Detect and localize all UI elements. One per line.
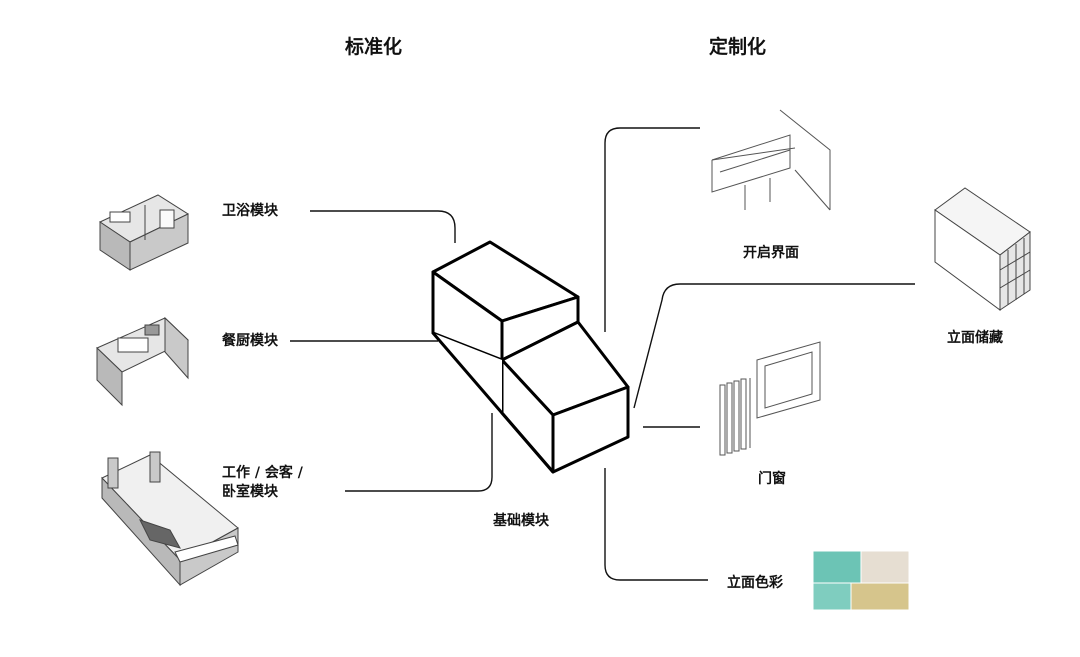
base-module-label: 基础模块 bbox=[493, 513, 549, 529]
facade-color-swatches bbox=[812, 550, 910, 611]
opening-interface-illustration bbox=[711, 109, 831, 211]
connector-work bbox=[345, 413, 493, 492]
swatch-teal-bottom bbox=[812, 582, 852, 611]
facade-color-label: 立面色彩 bbox=[727, 575, 783, 591]
bathroom-module-label: 卫浴模块 bbox=[222, 203, 278, 219]
swatch-ochre bbox=[850, 582, 910, 611]
swatch-teal-top bbox=[812, 550, 862, 584]
door-window-label: 门窗 bbox=[758, 471, 786, 487]
connector-storage bbox=[633, 283, 915, 409]
work-module-label-line1: 工作 / 会客 / bbox=[222, 465, 303, 481]
customized-header: 定制化 bbox=[709, 36, 767, 58]
kitchen-module-illustration bbox=[96, 316, 189, 407]
door-window-illustration bbox=[719, 341, 821, 456]
connector-lines bbox=[290, 127, 915, 581]
work-module-illustration bbox=[101, 451, 239, 587]
bathroom-module-illustration bbox=[98, 194, 190, 271]
facade-storage-illustration bbox=[934, 187, 1031, 311]
connector-bathroom bbox=[310, 210, 456, 243]
opening-interface-label: 开启界面 bbox=[743, 245, 799, 261]
connector-color bbox=[604, 468, 708, 581]
base-module-block bbox=[431, 240, 630, 474]
work-module-label-line2: 卧室模块 bbox=[222, 484, 278, 500]
facade-storage-label: 立面储藏 bbox=[947, 330, 1003, 346]
standardized-header: 标准化 bbox=[345, 36, 403, 58]
kitchen-module-label: 餐厨模块 bbox=[222, 333, 278, 349]
swatch-beige bbox=[860, 550, 910, 584]
connector-opening bbox=[604, 127, 700, 332]
